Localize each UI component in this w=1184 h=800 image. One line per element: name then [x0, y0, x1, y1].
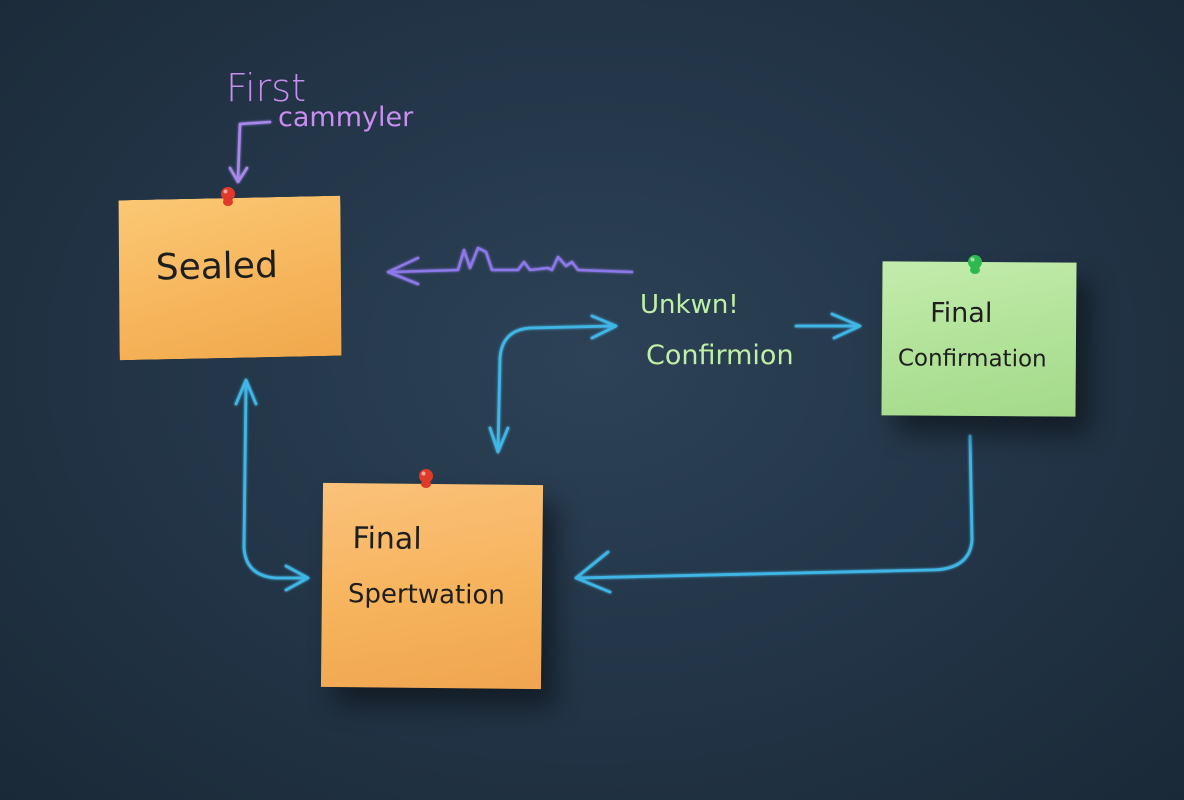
push-pin-icon [221, 187, 235, 206]
push-pin-icon [419, 469, 433, 488]
spec-to-unknown-arrow [488, 314, 618, 454]
unknown-label-line1: Unkwn! [640, 290, 739, 320]
unknown-to-sealed-arrow [386, 246, 634, 286]
final-to-spec-arrow [574, 434, 974, 594]
sealed-to-spec-arrow [234, 378, 310, 592]
sticky-note-final[interactable]: Final Confirmation [881, 261, 1077, 417]
note-text: Confirmation [897, 345, 1047, 373]
push-pin-icon [968, 255, 982, 274]
sticky-note-spec[interactable]: Final Spertwation [320, 482, 544, 690]
unknown-label-line2: Confirmion [646, 340, 794, 371]
note-text: Final [930, 297, 993, 330]
annotation-cammyler: cammyler [278, 102, 414, 133]
note-text: Final [352, 521, 422, 557]
annotation-first: First [226, 66, 306, 110]
annotation-arrow [228, 120, 272, 184]
note-text: Sealed [155, 245, 279, 289]
note-text: Spertwation [347, 579, 505, 611]
sticky-note-sealed[interactable]: Sealed [116, 196, 343, 361]
unknown-to-final-arrow [794, 312, 862, 340]
